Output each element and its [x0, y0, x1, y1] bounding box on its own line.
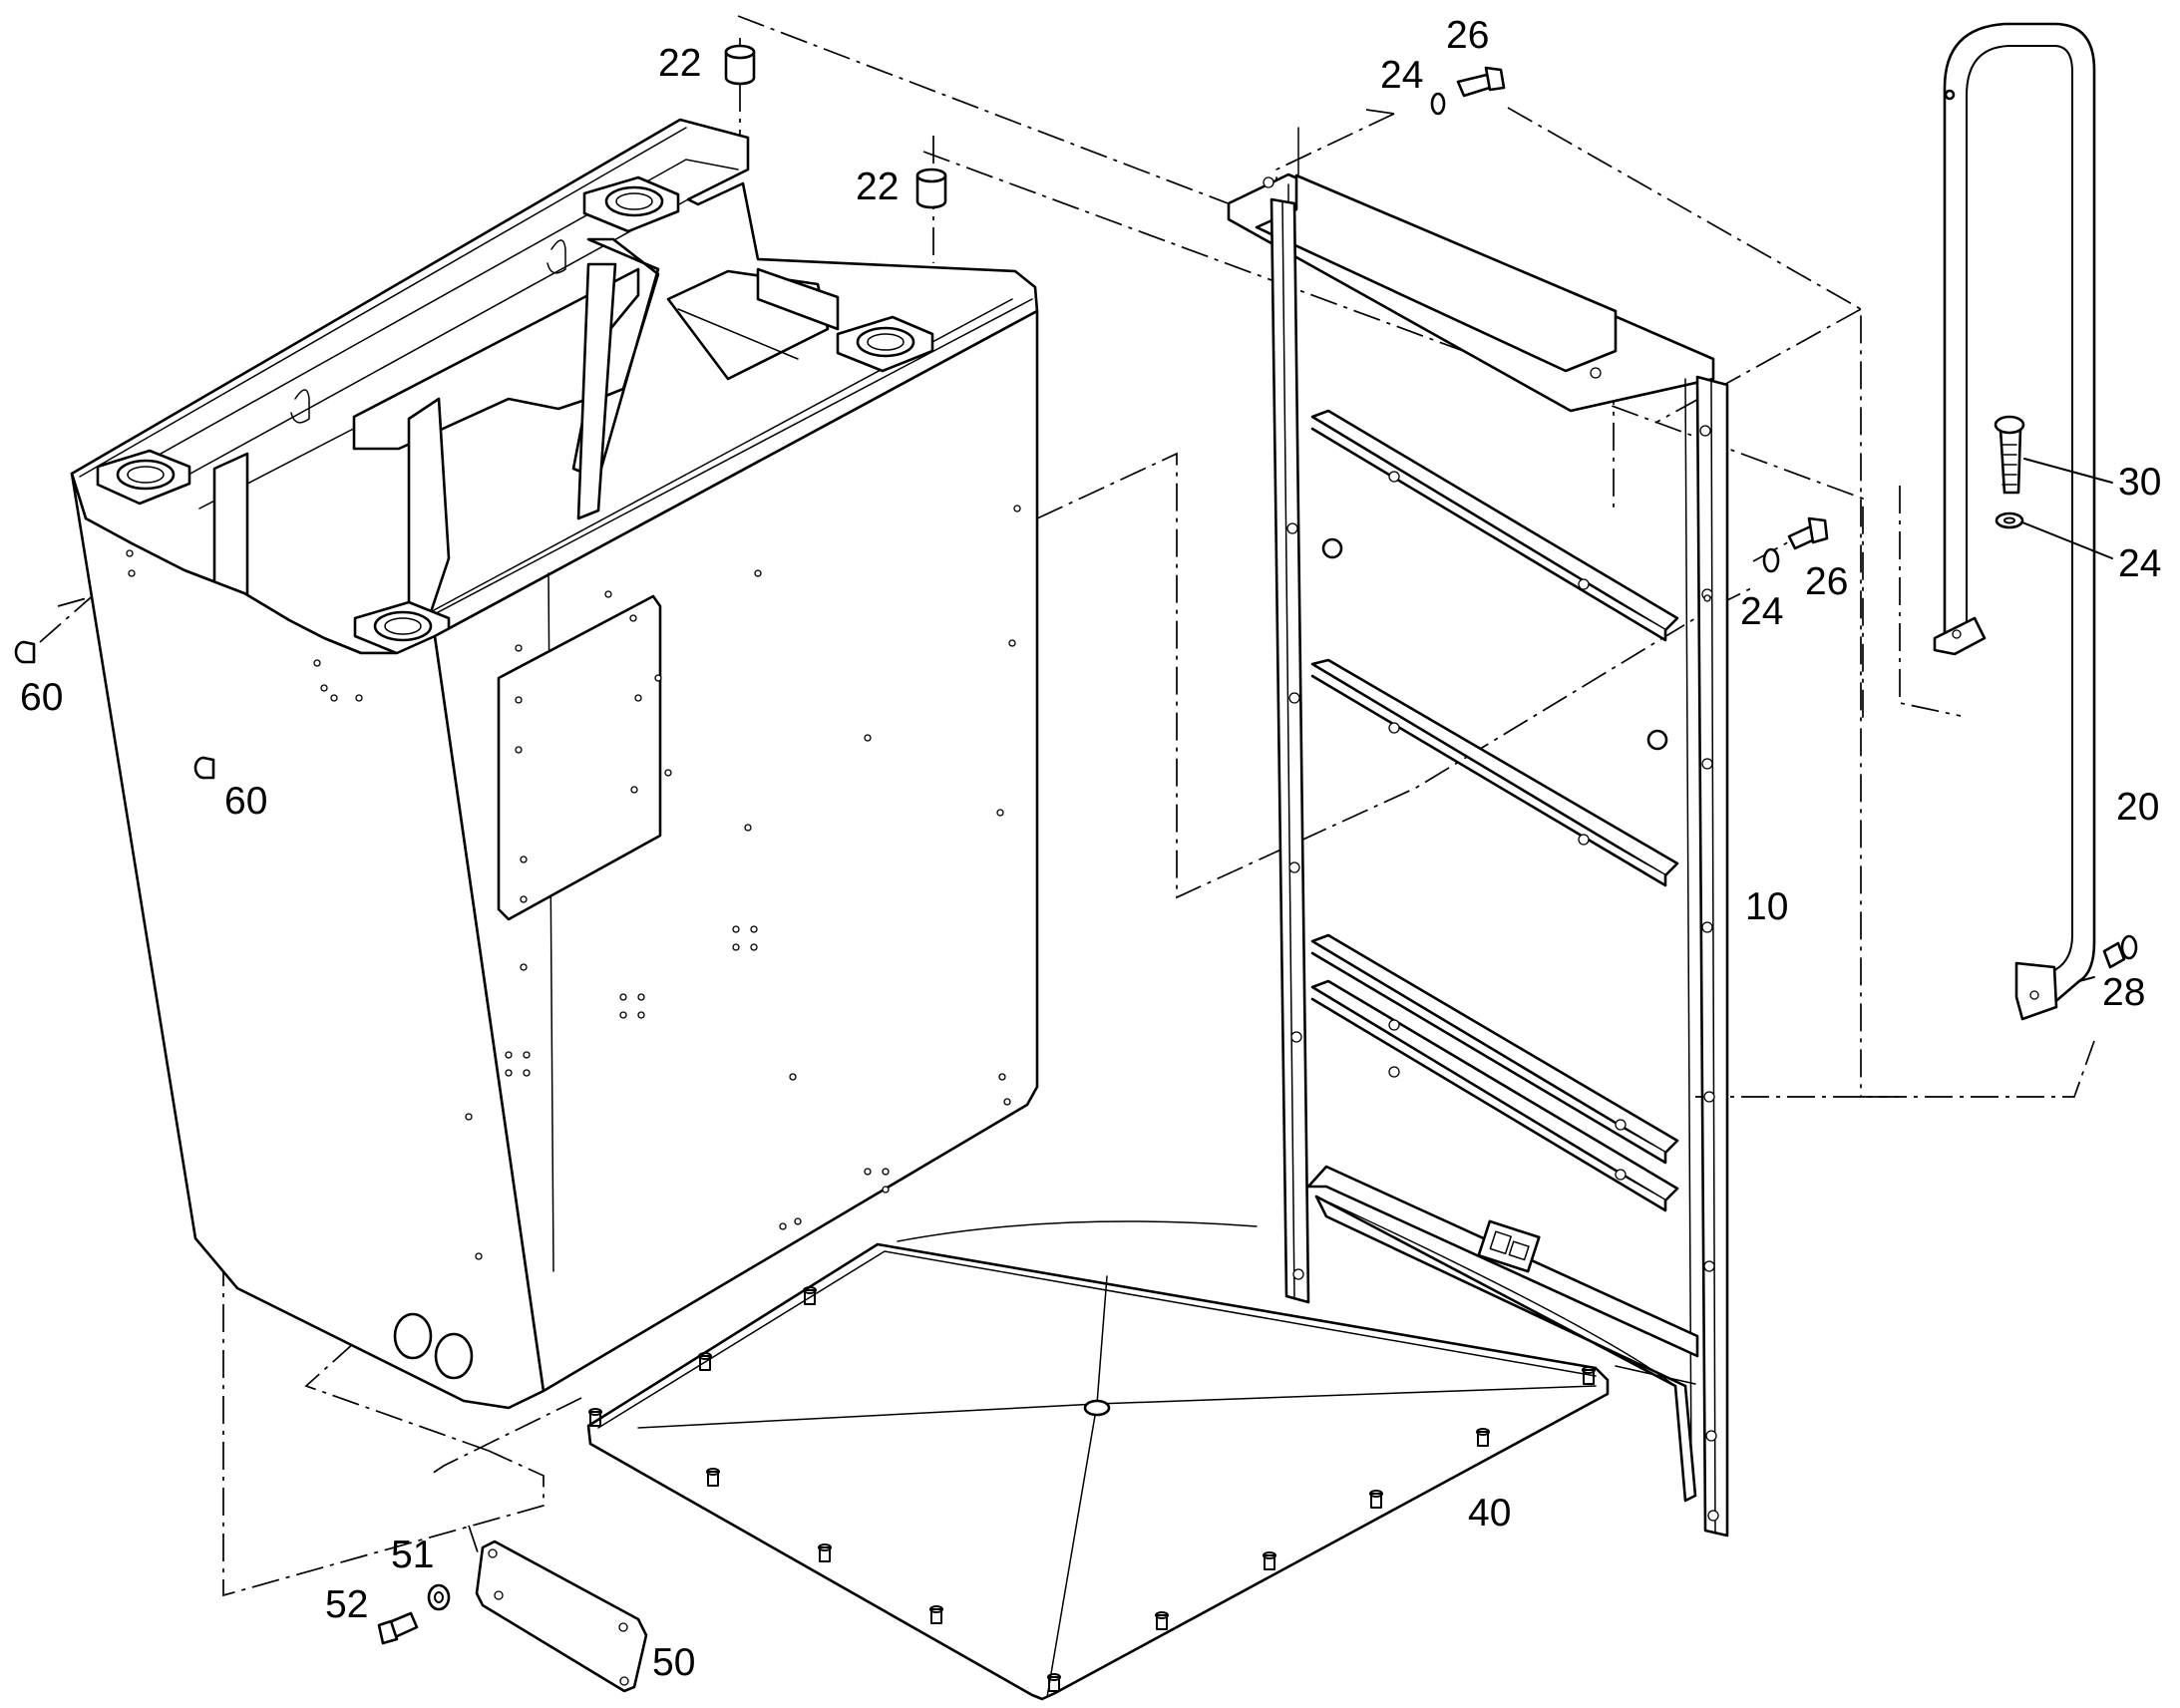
- cabinet-holes: [126, 505, 1021, 1260]
- cover-plate-item-50: [475, 1539, 648, 1693]
- plug-60-upper: [14, 640, 36, 664]
- cabinet-inner-crossmember: [352, 267, 640, 451]
- callout-52: 52: [325, 1583, 368, 1626]
- frame-label-plate: [1477, 1219, 1541, 1273]
- callout-24-upper: 24: [1380, 54, 1423, 97]
- callout-51: 51: [391, 1534, 434, 1576]
- washer-24-upper: [1430, 92, 1446, 116]
- bolt-52: [377, 1611, 419, 1645]
- washer-24-right: [1995, 512, 2024, 529]
- base-plate-item-40: [586, 1196, 1696, 1701]
- cabinet-right-panel: [433, 309, 1039, 1393]
- frame-upright-holes: [1286, 425, 1719, 1522]
- callout-60-lower: 60: [224, 780, 267, 823]
- callout-30: 30: [2118, 461, 2161, 504]
- callout-24-right: 24: [2118, 542, 2161, 585]
- bolt-26-upper: [1456, 66, 1506, 98]
- callout-28: 28: [2102, 971, 2145, 1014]
- mounting-pad-corner: [96, 175, 934, 656]
- callout-26-upper: 26: [1446, 14, 1489, 57]
- cabinet-assembly: [70, 118, 1039, 1410]
- callout-labels: 22 22 26 24 30 24 26 24 20 10 28 60 60 4…: [20, 14, 2161, 1684]
- base-plate-studs: [588, 1286, 1596, 1692]
- callout-24-lower: 24: [1740, 590, 1783, 633]
- cabinet-left-panel: [70, 472, 545, 1410]
- bolt-26-lower: [1787, 516, 1829, 550]
- callout-22-upper: 22: [658, 42, 701, 85]
- spacer-22-lower: [915, 168, 947, 209]
- frame-item-10: [1227, 127, 1729, 1537]
- frame-left-upright: [1270, 197, 1310, 1304]
- callout-40: 40: [1468, 1492, 1511, 1535]
- spacer-22-upper: [724, 44, 756, 86]
- frame-right-upright: [1695, 375, 1729, 1537]
- bolt-28: [2102, 934, 2138, 969]
- bolt-30: [1994, 415, 2025, 495]
- plug-60-lower: [193, 756, 215, 780]
- leader-lines: [2021, 458, 2113, 982]
- callout-22-lower: 22: [856, 166, 899, 208]
- washer-51: [427, 1583, 451, 1611]
- callout-26-lower: 26: [1805, 560, 1848, 603]
- callout-60-upper: 60: [20, 676, 63, 719]
- callout-10: 10: [1745, 885, 1788, 928]
- washer-24-lower: [1762, 547, 1780, 573]
- callout-50: 50: [652, 1641, 695, 1684]
- cabinet-access-plate: [497, 594, 662, 921]
- callout-20: 20: [2116, 786, 2159, 829]
